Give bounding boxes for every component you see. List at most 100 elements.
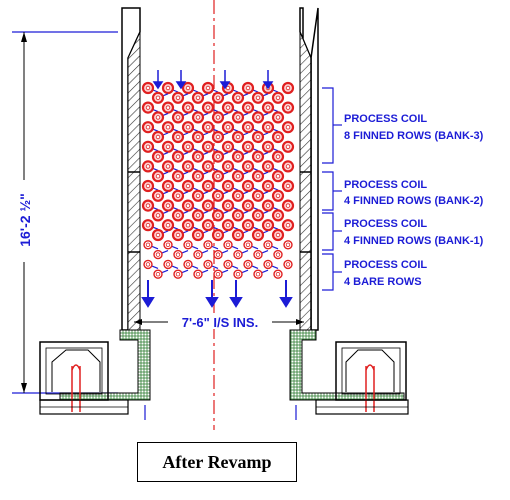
tube-bore xyxy=(165,85,171,91)
tube-bore xyxy=(265,262,271,267)
width-dimension: 7'-6" I/S INS. xyxy=(134,313,304,330)
caption: After Revamp xyxy=(162,451,272,472)
tube-bore xyxy=(275,134,281,140)
tube-bundle xyxy=(141,81,295,279)
tube-bore xyxy=(185,222,191,228)
tube-bore xyxy=(165,124,171,130)
left-firebox xyxy=(39,329,151,420)
tube-bore xyxy=(215,213,221,218)
tube-bore xyxy=(235,154,241,159)
tube-bore xyxy=(255,252,261,257)
tube-bore xyxy=(235,95,241,100)
tube-bore xyxy=(215,154,221,159)
tube-row xyxy=(151,91,285,104)
tube-bore xyxy=(275,95,281,100)
tube-bore xyxy=(245,105,251,110)
tube-bore xyxy=(155,193,161,198)
tube-bore xyxy=(165,164,171,169)
tube-bore xyxy=(255,134,261,140)
tube-row xyxy=(151,209,285,222)
bank-2-rows: 4 FINNED ROWS (BANK-2) xyxy=(344,195,484,207)
tube-bore xyxy=(285,242,291,247)
tube-bore xyxy=(145,262,151,267)
bank-1-rows: 4 FINNED ROWS (BANK-1) xyxy=(344,235,484,247)
tube-bore xyxy=(215,95,221,100)
tube-bore xyxy=(145,105,151,110)
right-wall xyxy=(299,7,319,331)
tube-bore xyxy=(265,124,271,130)
height-dimension: 16'-2 ½" xyxy=(12,31,118,394)
outlet-arrows xyxy=(141,280,293,308)
tube-bore xyxy=(235,115,241,120)
tube-bore xyxy=(155,154,161,159)
tube-row xyxy=(151,111,285,124)
tube-bore xyxy=(145,85,151,91)
tube-bore xyxy=(225,164,231,169)
tube-bore xyxy=(275,232,281,238)
tube-bore xyxy=(155,95,161,100)
tube-row xyxy=(151,228,285,242)
tube-bore xyxy=(165,203,171,208)
tube-bore xyxy=(225,183,231,189)
caption-box: After Revamp xyxy=(137,442,297,482)
tube-row xyxy=(141,160,295,173)
tube-bore xyxy=(155,173,161,179)
tube-bore xyxy=(205,262,211,267)
tube-bore xyxy=(285,144,291,149)
tube-bore xyxy=(285,164,291,169)
tube-bore xyxy=(225,203,231,208)
tube-bore xyxy=(215,272,221,277)
tube-bore xyxy=(285,222,291,228)
tube-bore xyxy=(235,134,241,140)
tube-bore xyxy=(285,105,291,110)
tube-bore xyxy=(155,134,161,140)
tube-row xyxy=(141,140,295,153)
tube-bore xyxy=(185,144,191,149)
tube-bore xyxy=(245,85,251,91)
tube-bore xyxy=(225,105,231,110)
tube-bore xyxy=(265,203,271,208)
tube-bore xyxy=(235,213,241,218)
tube-bore xyxy=(265,164,271,169)
tube-bore xyxy=(245,144,251,149)
tube-bore xyxy=(165,105,171,110)
tube-bore xyxy=(265,183,271,189)
tube-bore xyxy=(185,203,191,208)
tube-bore xyxy=(155,232,161,238)
tube-bore xyxy=(145,222,151,228)
tube-bore xyxy=(185,85,191,91)
tube-row xyxy=(143,259,293,270)
tube-bore xyxy=(245,203,251,208)
bank-labels: PROCESS COIL 8 FINNED ROWS (BANK-3) PROC… xyxy=(322,87,484,291)
tube-bore xyxy=(285,183,291,189)
tube-bore xyxy=(175,252,181,257)
tube-row xyxy=(141,179,295,193)
tube-bore xyxy=(275,193,281,198)
tube-bore xyxy=(165,242,171,247)
tube-bore xyxy=(185,124,191,130)
tube-bore xyxy=(185,262,191,267)
tube-bore xyxy=(185,242,191,247)
tube-bore xyxy=(215,115,221,120)
tube-bore xyxy=(195,252,201,257)
tube-bore xyxy=(145,124,151,130)
tube-bore xyxy=(145,203,151,208)
tube-bore xyxy=(285,203,291,208)
tube-bore xyxy=(275,154,281,159)
tube-bore xyxy=(255,95,261,100)
tube-bore xyxy=(185,183,191,189)
tube-bore xyxy=(155,213,161,218)
tube-bore xyxy=(205,105,211,110)
tube-bore xyxy=(205,124,211,130)
tube-bore xyxy=(195,213,201,218)
tube-bore xyxy=(215,232,221,238)
tube-bore xyxy=(255,272,261,277)
tube-bore xyxy=(215,193,221,198)
width-dimension-label: 7'-6" I/S INS. xyxy=(182,315,258,330)
tube-bore xyxy=(235,232,241,238)
tube-bore xyxy=(225,262,231,267)
tube-bore xyxy=(195,232,201,238)
tube-bore xyxy=(205,183,211,189)
tube-row xyxy=(141,101,295,114)
